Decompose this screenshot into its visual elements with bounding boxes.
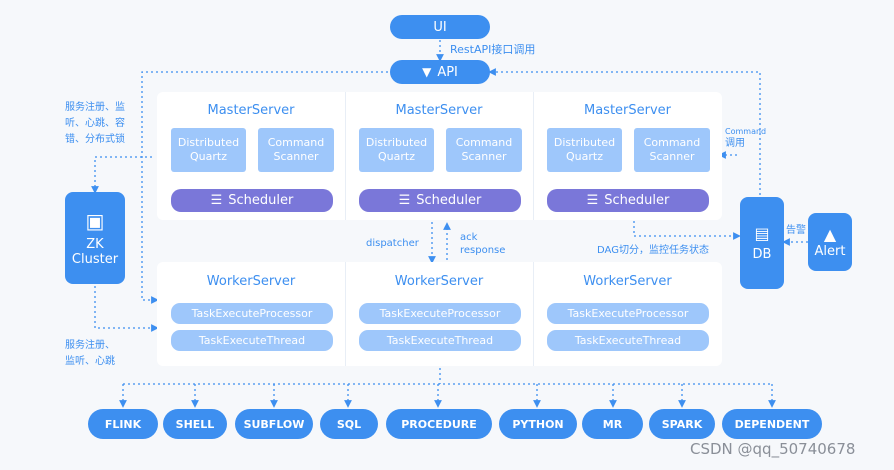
ui-node: UI (390, 15, 490, 39)
note-line: 听、心跳、容 (65, 118, 125, 129)
worker-register-note: 服务注册、 监听、心跳 (65, 338, 115, 370)
ui-label: UI (433, 19, 447, 35)
master-title: MasterServer (207, 103, 295, 118)
database-icon: ▤ (754, 224, 770, 243)
scheduler-bar: ☰ Scheduler (547, 189, 709, 212)
note-line: response (460, 245, 506, 256)
scheduler-label: Scheduler (604, 193, 670, 208)
task-execute-thread: TaskExecuteThread (359, 330, 521, 351)
task-type-shell: SHELL (163, 409, 227, 439)
alert-label: Alert (814, 244, 846, 259)
task-execute-thread: TaskExecuteThread (547, 330, 709, 351)
api-label: API (437, 64, 458, 80)
note-line: 服务注册、监 (65, 102, 125, 113)
rest-api-note: RestAPI接口调用 (450, 43, 536, 56)
db-label: DB (752, 247, 772, 262)
note-line: 监听、心跳 (65, 356, 115, 367)
command-scanner-box: Command Scanner (258, 128, 334, 172)
task-type-procedure: PROCEDURE (386, 409, 492, 439)
watermark: CSDN @qq_50740678 (690, 440, 856, 458)
task-execute-thread: TaskExecuteThread (171, 330, 333, 351)
worker-server-1: WorkerServer (157, 262, 346, 366)
ack-response-note: ack response (460, 231, 505, 257)
database-icon: ☰ (398, 193, 411, 208)
api-node: ▼ API (390, 60, 490, 84)
zk-line1: ZK (86, 237, 104, 252)
note-line: ack (460, 232, 478, 243)
warning-icon: ▲ (823, 225, 837, 244)
dag-note: DAG切分，监控任务状态 (597, 245, 709, 256)
master-register-note: 服务注册、监 听、心跳、容 错、分布式锁 (65, 100, 125, 148)
master-server-2: MasterServer (345, 92, 534, 220)
master-server-1: MasterServer (157, 92, 346, 220)
dispatcher-note: dispatcher (366, 238, 419, 249)
distributed-quartz-box: Distributed Quartz (547, 128, 622, 172)
note-line: 服务注册、 (65, 340, 115, 351)
cube-icon: ▣ (85, 209, 105, 233)
worker-title: WorkerServer (583, 274, 672, 289)
worker-server-2: WorkerServer (345, 262, 534, 366)
master-server-3: MasterServer (533, 92, 722, 220)
command-scanner-box: Command Scanner (446, 128, 522, 172)
task-type-subflow: SUBFLOW (235, 409, 313, 439)
command-call-note: 调用 (725, 138, 745, 149)
master-title: MasterServer (583, 103, 672, 118)
task-execute-processor: TaskExecuteProcessor (359, 303, 521, 324)
scheduler-label: Scheduler (228, 193, 294, 208)
alarm-note: 告警 (786, 225, 806, 236)
task-type-python: PYTHON (499, 409, 577, 439)
task-type-dependent: DEPENDENT (722, 409, 822, 439)
task-type-sql: SQL (320, 409, 378, 439)
scheduler-label: Scheduler (416, 193, 482, 208)
scheduler-bar: ☰ Scheduler (359, 189, 521, 212)
master-title: MasterServer (395, 103, 483, 118)
alert-node: ▲ Alert (808, 213, 852, 271)
plug-icon: ▼ (422, 65, 432, 79)
zk-cluster-node: ▣ ZK Cluster (65, 192, 125, 284)
task-type-flink: FLINK (88, 409, 158, 439)
command-scanner-box: Command Scanner (634, 128, 710, 172)
db-node: ▤ DB (740, 197, 784, 289)
task-type-spark: SPARK (649, 409, 715, 439)
scheduler-bar: ☰ Scheduler (171, 189, 333, 212)
worker-title: WorkerServer (394, 274, 484, 289)
distributed-quartz-box: Distributed Quartz (359, 128, 434, 172)
database-icon: ☰ (210, 193, 223, 208)
distributed-quartz-box: Distributed Quartz (171, 128, 246, 172)
database-icon: ☰ (586, 193, 599, 208)
note-line: 错、分布式锁 (65, 134, 125, 145)
task-type-mr: MR (582, 409, 643, 439)
task-execute-processor: TaskExecuteProcessor (171, 303, 333, 324)
command-small-note: Command (725, 127, 767, 136)
worker-server-3: WorkerServer (533, 262, 722, 366)
worker-title: WorkerServer (206, 274, 296, 289)
task-execute-processor: TaskExecuteProcessor (547, 303, 709, 324)
zk-line2: Cluster (71, 252, 119, 267)
